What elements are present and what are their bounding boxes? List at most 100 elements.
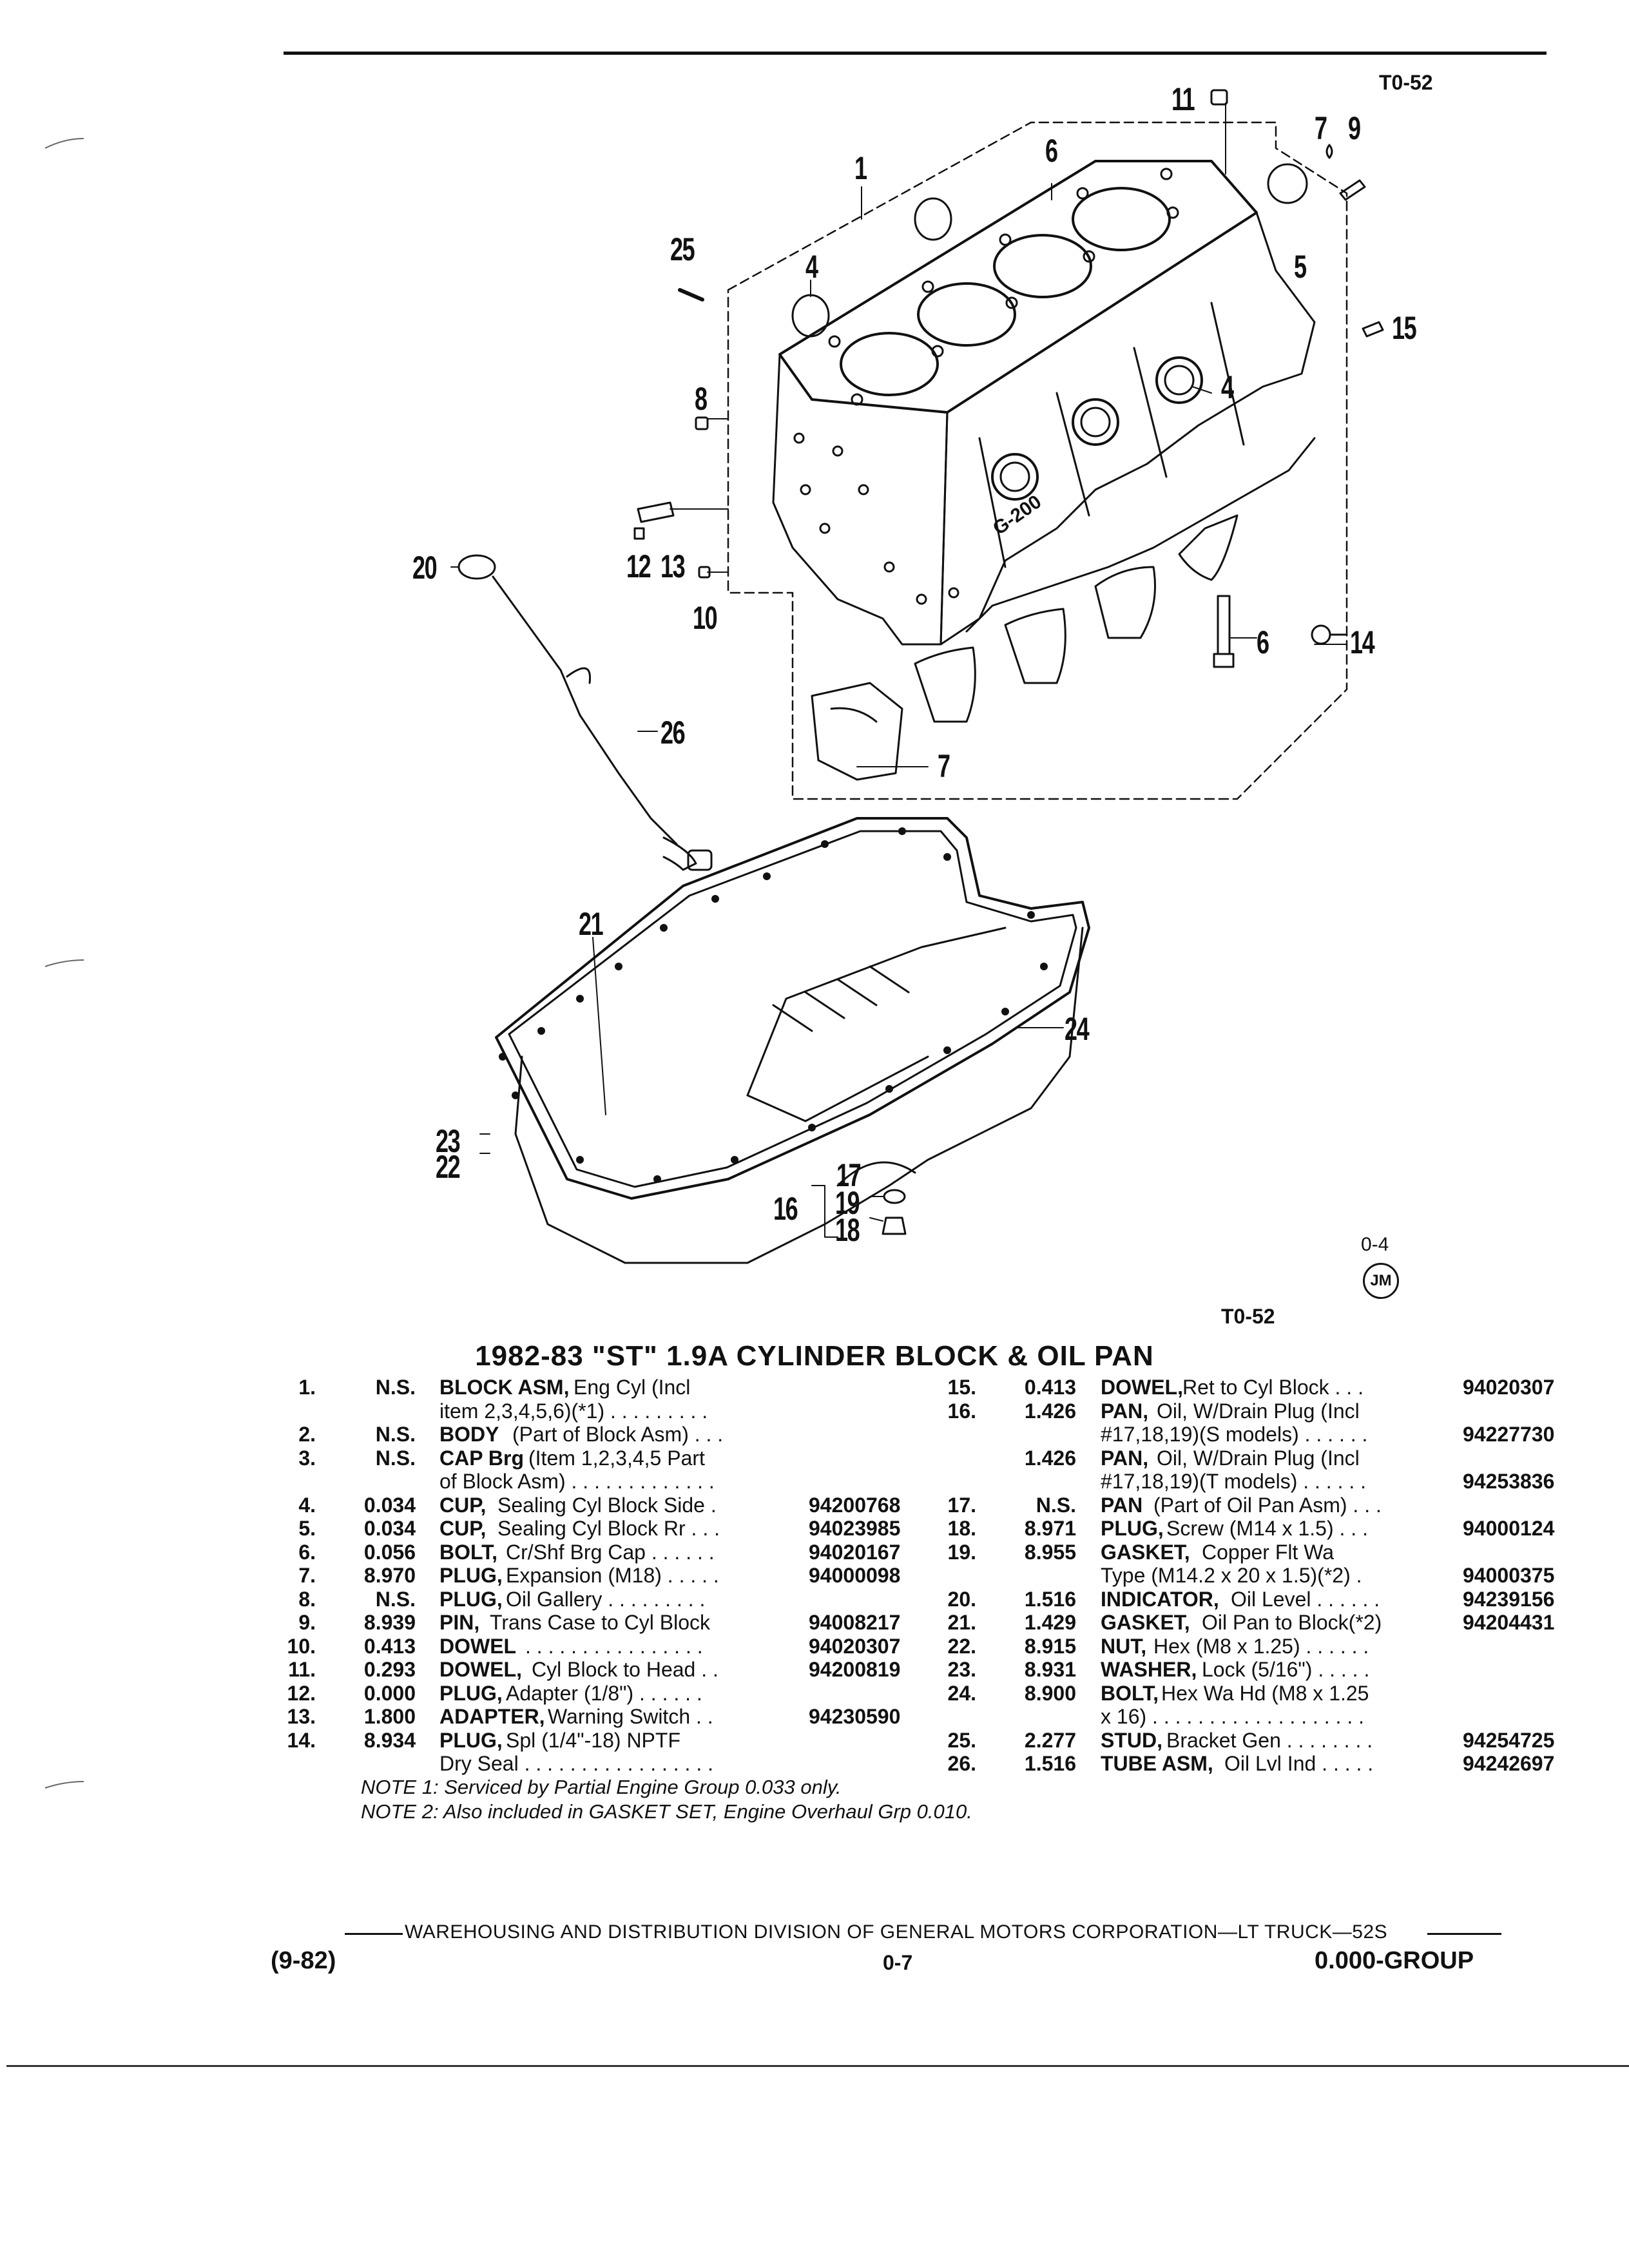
part-desc: Expansion (M18) . . . . . xyxy=(506,1564,719,1587)
part-row: item 2,3,4,5,6)(*1) . . . . . . . . . xyxy=(271,1399,915,1423)
callout-15: 15 xyxy=(1392,310,1417,346)
drain-plug xyxy=(882,1189,907,1235)
group-number: N.S. xyxy=(375,1446,416,1470)
group-number: 8.931 xyxy=(1024,1658,1076,1681)
item-number: 2. xyxy=(298,1423,316,1446)
part-row: 3. N.S. CAP Brg(Item 1,2,3,4,5 Part xyxy=(271,1446,915,1470)
item-number: 11. xyxy=(288,1658,316,1681)
item-number: 25. xyxy=(947,1728,976,1752)
part-row: #17,18,19)(S models) . . . . . .94227730 xyxy=(928,1423,1572,1446)
part-number: 94254725 xyxy=(1463,1728,1555,1752)
callout-2: 6 xyxy=(1045,133,1058,169)
margin-marks xyxy=(44,138,84,1789)
part-desc: (Item 1,2,3,4,5 Part xyxy=(528,1446,705,1470)
part-desc: Oil, W/Drain Plug (Incl xyxy=(1157,1446,1360,1470)
figure-code-top: T0-52 xyxy=(1379,71,1433,94)
part-number: 94023985 xyxy=(809,1517,901,1540)
part-desc: Adapter (1/8") . . . . . . xyxy=(506,1681,702,1705)
callout-6: 6 xyxy=(1257,624,1269,660)
dipstick xyxy=(458,554,713,871)
part-desc: Sealing Cyl Block Side . xyxy=(497,1493,717,1517)
figure-code-bottom: T0-52 xyxy=(1221,1305,1275,1328)
part-desc: Trans Case to Cyl Block xyxy=(490,1611,711,1634)
item-number: 13. xyxy=(287,1705,316,1728)
part-desc: Screw (M14 x 1.5) . . . xyxy=(1166,1517,1368,1540)
block-frame-lines xyxy=(727,121,1348,800)
part-desc: (Part of Block Asm) . . . xyxy=(512,1423,724,1446)
group-number: 0.413 xyxy=(1024,1376,1076,1399)
callout-19: 19 xyxy=(835,1185,860,1221)
callout-26: 26 xyxy=(660,715,686,751)
item-number: 5. xyxy=(298,1517,316,1540)
part-name: PLUG, xyxy=(439,1728,503,1752)
footer-division: WAREHOUSING AND DISTRIBUTION DIVISION OF… xyxy=(405,1921,1388,1943)
pan-rim-holes xyxy=(499,827,1048,1183)
part-name: BODY xyxy=(439,1423,499,1446)
part-number: 94020167 xyxy=(809,1540,901,1564)
bearing-caps xyxy=(811,514,1239,781)
group-number: 8.955 xyxy=(1024,1540,1076,1564)
part-desc: . . . . . . . . . . . . . . . . xyxy=(525,1634,703,1658)
part-row: 1.N.S.BLOCK ASM,Eng Cyl (Incl xyxy=(271,1376,915,1399)
note-1: NOTE 1: Serviced by Partial Engine Group… xyxy=(361,1776,842,1798)
callout-7: 7 xyxy=(1315,110,1327,146)
part-desc: Oil Pan to Block(*2) xyxy=(1202,1611,1382,1634)
group-number: 1.800 xyxy=(363,1705,416,1728)
part-desc: Dry Seal . . . . . . . . . . . . . . . .… xyxy=(439,1752,713,1775)
group-number: 8.934 xyxy=(363,1728,416,1752)
part-row: Type (M14.2 x 20 x 1.5)(*2) .94000375 xyxy=(928,1564,1572,1588)
part-number: 94253836 xyxy=(1463,1470,1555,1493)
item-number: 7. xyxy=(298,1564,316,1587)
callout-18: 18 xyxy=(835,1212,860,1248)
part-name: DOWEL, xyxy=(439,1658,522,1681)
callout-16: 16 xyxy=(773,1191,798,1227)
callout-23: 23 xyxy=(436,1123,461,1159)
small-parts xyxy=(633,89,1384,645)
callout-1: 1 xyxy=(854,150,867,186)
item-number: 3. xyxy=(298,1446,316,1470)
part-name: BLOCK ASM, xyxy=(439,1376,570,1399)
item-number: 1. xyxy=(298,1376,316,1399)
item-number: 19. xyxy=(947,1540,976,1564)
item-number: 20. xyxy=(947,1587,976,1611)
page-title: 1982-83 "ST" 1.9A CYLINDER BLOCK & OIL P… xyxy=(475,1340,1154,1372)
part-desc: Type (M14.2 x 20 x 1.5)(*2) . xyxy=(1101,1564,1362,1587)
part-desc: Oil, W/Drain Plug (Incl xyxy=(1157,1399,1360,1423)
callout-11: 11 xyxy=(1171,81,1195,117)
item-number: 6. xyxy=(298,1540,316,1564)
part-desc: Warning Switch . . xyxy=(548,1705,713,1728)
part-desc: (Part of Oil Pan Asm) . . . xyxy=(1153,1493,1382,1517)
part-number: 94200768 xyxy=(809,1493,901,1517)
callout-25: 25 xyxy=(670,231,695,267)
item-number: 9. xyxy=(298,1611,316,1634)
item-number: 4. xyxy=(298,1493,316,1517)
parts-list-left: 1.N.S.BLOCK ASM,Eng Cyl (Incl item 2,3,4… xyxy=(271,1376,915,1776)
callout-4a: 4 xyxy=(805,249,818,285)
part-name: BOLT, xyxy=(439,1540,498,1564)
part-desc: Cr/Shf Brg Cap . . . . . . xyxy=(506,1540,715,1564)
part-name: PLUG, xyxy=(439,1587,503,1611)
group-number: 0.413 xyxy=(363,1634,416,1658)
part-row: 8.N.S.PLUG,Oil Gallery . . . . . . . . . xyxy=(271,1588,915,1611)
part-number: 94020307 xyxy=(1463,1376,1555,1399)
part-number: 94000098 xyxy=(809,1564,901,1587)
item-number: 26. xyxy=(947,1752,976,1775)
group-number: 1.516 xyxy=(1024,1752,1076,1775)
part-number: 94000124 xyxy=(1463,1517,1555,1540)
part-desc: Spl (1/4"-18) NPTF xyxy=(506,1728,680,1752)
exploded-diagram xyxy=(450,89,1384,1264)
part-number: 94200819 xyxy=(809,1658,901,1681)
callout-8: 8 xyxy=(695,381,708,417)
part-name: CAP Brg xyxy=(439,1446,524,1470)
part-desc: Oil Lvl Ind . . . . . xyxy=(1224,1752,1374,1775)
part-desc: #17,18,19)(S models) . . . . . . xyxy=(1101,1423,1368,1446)
group-number: 2.277 xyxy=(1024,1728,1076,1752)
part-desc: Bracket Gen . . . . . . . . xyxy=(1166,1728,1373,1752)
